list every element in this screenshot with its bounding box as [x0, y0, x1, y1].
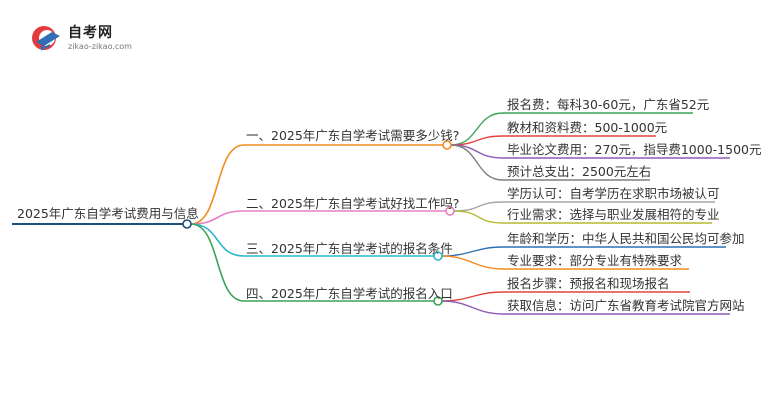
branch-4-label: 四、2025年广东自学考试的报名入口	[246, 286, 453, 301]
branch-1-label: 一、2025年广东自学考试需要多少钱?	[246, 128, 460, 143]
logo-title: 自考网	[68, 25, 113, 41]
leaf-4-2-label: 获取信息：访问广东省教育考试院官方网站	[507, 298, 745, 313]
leaf-1-3-label: 毕业论文费用：270元，指导费1000-1500元	[507, 142, 762, 157]
leaf-3-1-label: 年龄和学历：中华人民共和国公民均可参加	[507, 231, 745, 246]
leaf-3-1-link	[441, 246, 726, 257]
branch-3-link	[190, 223, 438, 257]
leaf-2-2-link	[453, 210, 712, 224]
leaf-2-1-link	[453, 201, 715, 212]
leaf-3-2-label: 专业要求：部分专业有特殊要求	[507, 253, 683, 268]
leaf-2-2-label: 行业需求：选择与职业发展相符的专业	[507, 207, 720, 222]
leaf-4-1-label: 报名步骤：预报名和现场报名	[507, 276, 670, 291]
root-node	[182, 219, 192, 229]
leaf-1-2-label: 教材和资料费：500-1000元	[507, 120, 668, 135]
logo-subtitle: zikao-zikao.com	[68, 42, 132, 51]
leaf-2-1-label: 学历认可：自考学历在求职市场被认可	[507, 186, 720, 201]
branch-1-link	[190, 144, 447, 225]
root-label: 2025年广东自学考试费用与信息	[17, 206, 199, 221]
leaf-1-2-link	[450, 135, 656, 146]
logo: 自考网 zikao-zikao.com	[30, 20, 150, 60]
leaf-4-1-link	[441, 291, 690, 302]
branch-2-node	[445, 206, 455, 216]
leaf-3-2-link	[441, 255, 689, 270]
leaf-1-3-link	[450, 144, 730, 159]
branch-4-node	[433, 296, 443, 306]
branch-3-node	[433, 251, 443, 261]
branch-4-link	[190, 223, 438, 302]
branch-2-link	[190, 210, 450, 225]
leaf-1-4-link	[450, 144, 650, 181]
leaf-1-4-label: 预计总支出：2500元左右	[507, 164, 652, 179]
leaf-1-1-label: 报名费：每科30-60元，广东省52元	[507, 97, 710, 112]
branch-1-node	[442, 140, 452, 150]
logo-icon	[32, 26, 60, 51]
branch-3-label: 三、2025年广东自学考试的报名条件	[246, 241, 453, 256]
leaf-1-1-link	[450, 112, 693, 146]
branch-2-label: 二、2025年广东自学考试好找工作吗?	[246, 196, 460, 211]
leaf-4-2-link	[441, 300, 730, 315]
